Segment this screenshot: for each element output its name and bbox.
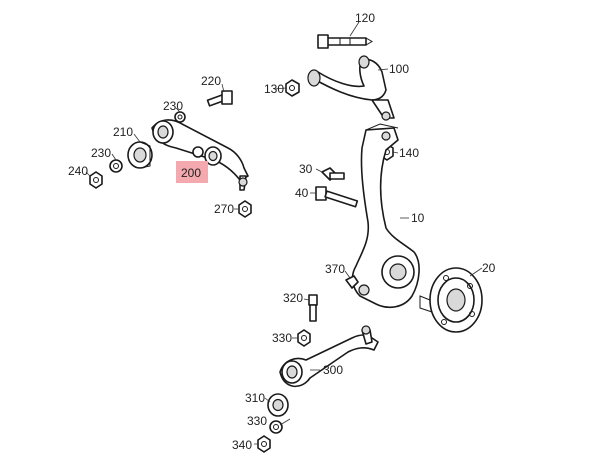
upper-control-arm-100[interactable] (307, 55, 395, 121)
callout-labels: 120 100 130 220 230 210 230 240 200 270 … (68, 11, 496, 452)
callout-300[interactable]: 300 (323, 363, 343, 377)
callout-200[interactable]: 200 (181, 166, 201, 180)
callout-130[interactable]: 130 (264, 82, 284, 96)
nut-240[interactable] (89, 171, 103, 189)
callout-270[interactable]: 270 (214, 202, 234, 216)
callout-210[interactable]: 210 (113, 125, 133, 139)
leader-lines (85, 21, 483, 445)
bushing-210[interactable] (127, 141, 153, 169)
nut-340[interactable] (257, 435, 271, 453)
highlight-box-200 (176, 161, 208, 183)
callout-140[interactable]: 140 (399, 146, 419, 160)
callout-340[interactable]: 340 (232, 438, 252, 452)
nut-330-upper[interactable] (297, 329, 311, 347)
callout-330-lower[interactable]: 330 (247, 414, 267, 428)
callout-220[interactable]: 220 (201, 74, 221, 88)
washer-230-lower[interactable] (109, 159, 123, 173)
callout-230-upper[interactable]: 230 (163, 99, 183, 113)
callout-230-lower[interactable]: 230 (91, 146, 111, 160)
lower-control-arm-200[interactable] (151, 119, 249, 191)
steering-knuckle-10[interactable] (351, 123, 420, 309)
callout-120[interactable]: 120 (355, 11, 375, 25)
callout-240[interactable]: 240 (68, 164, 88, 178)
callout-330-upper[interactable]: 330 (272, 331, 292, 345)
bolt-370[interactable] (345, 275, 359, 289)
bushing-310[interactable] (267, 393, 289, 417)
bolt-40[interactable] (315, 186, 359, 208)
callout-370[interactable]: 370 (325, 262, 345, 276)
callout-100[interactable]: 100 (389, 62, 409, 76)
callout-40[interactable]: 40 (295, 186, 309, 200)
callout-320[interactable]: 320 (283, 291, 303, 305)
nut-130[interactable] (285, 79, 300, 97)
callout-10[interactable]: 10 (411, 211, 425, 225)
bolt-220[interactable] (206, 90, 233, 107)
bolt-320[interactable] (308, 294, 318, 322)
bolt-30[interactable] (321, 167, 345, 181)
washer-330-lower[interactable] (269, 420, 283, 434)
callout-310[interactable]: 310 (245, 391, 265, 405)
washer-230-upper[interactable] (174, 111, 186, 123)
bolt-120[interactable] (317, 34, 373, 49)
callout-20[interactable]: 20 (482, 261, 496, 275)
lower-arm-300[interactable] (279, 325, 379, 388)
callout-30[interactable]: 30 (299, 162, 313, 176)
wheel-hub-20[interactable] (419, 267, 483, 333)
nut-270[interactable] (238, 200, 252, 218)
